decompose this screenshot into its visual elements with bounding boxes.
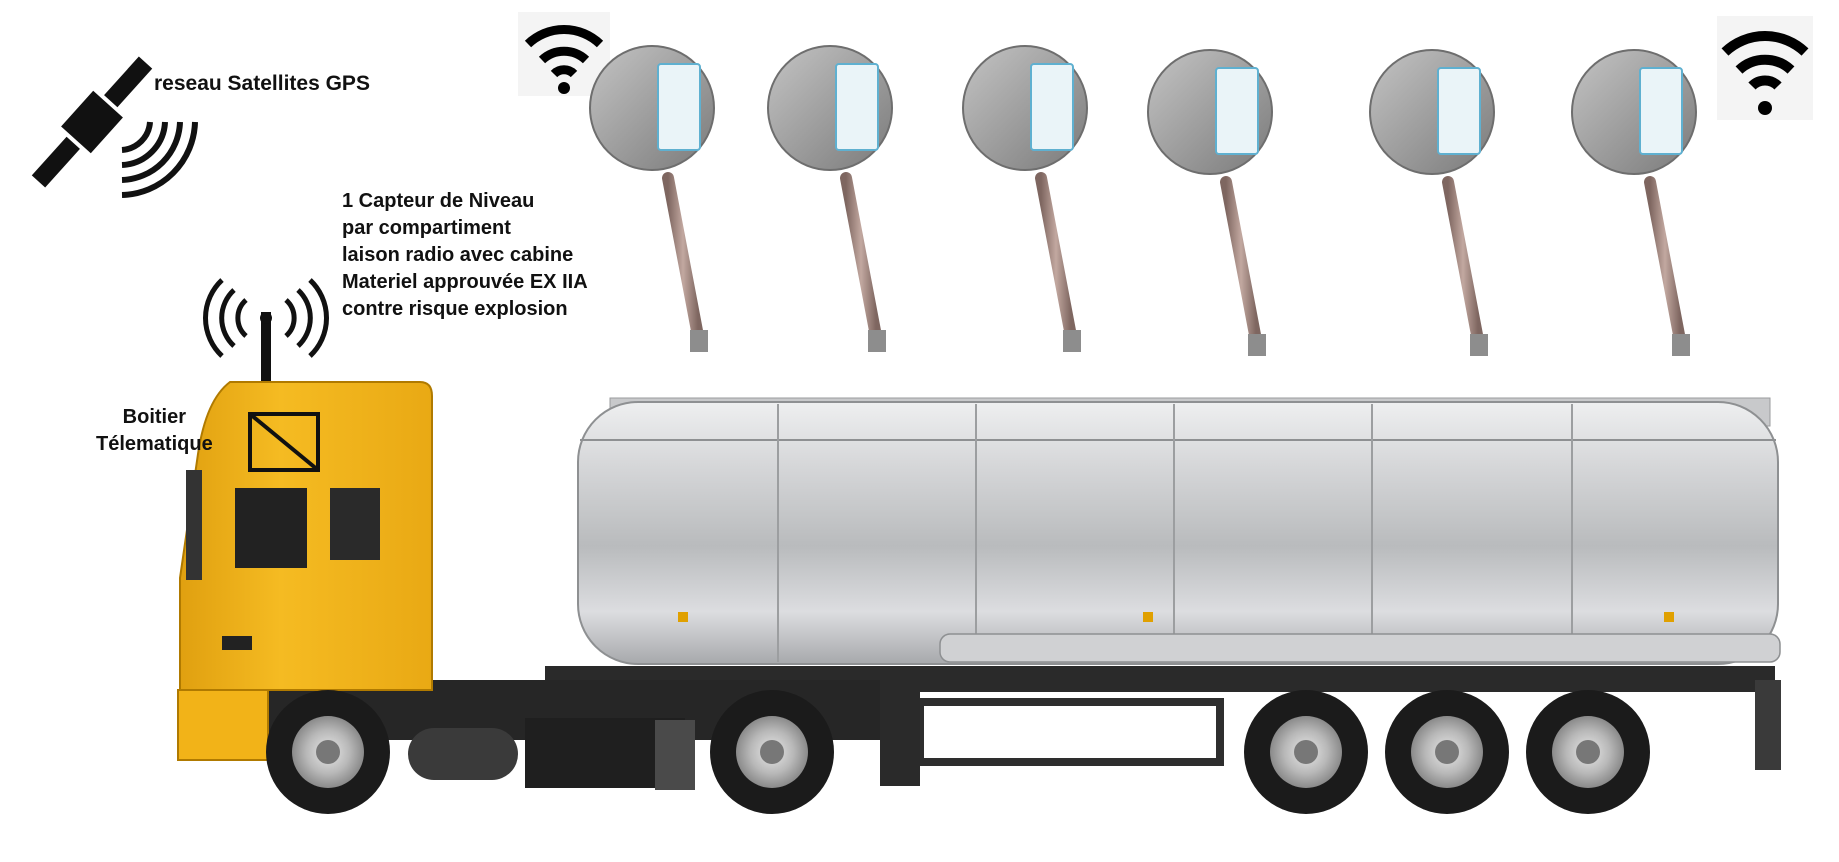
wheel xyxy=(1244,690,1368,814)
level-sensor-icon xyxy=(767,45,893,352)
satellite-icon xyxy=(31,56,198,198)
sensor-description-line: par compartiment xyxy=(342,217,511,239)
level-sensor-icon xyxy=(1147,49,1273,356)
telematics-label-line: Télematique xyxy=(96,433,213,455)
sensor-description-line: Materiel approuvée EX IIA xyxy=(342,271,588,293)
telematics-label-line: Boitier xyxy=(122,406,187,428)
telematics-box-label: Boitier Télematique xyxy=(96,404,213,458)
wheel xyxy=(1526,690,1650,814)
tank-trailer xyxy=(577,397,1781,665)
wheels xyxy=(266,690,1650,814)
wheel xyxy=(266,690,390,814)
level-sensor-icon xyxy=(589,45,715,352)
gps-network-label: reseau Satellites GPS xyxy=(154,72,370,95)
wheel xyxy=(1385,690,1509,814)
sensor-description-line: contre risque explosion xyxy=(342,298,568,320)
sensor-description: 1 Capteur de Niveau par compartiment lai… xyxy=(342,188,588,323)
level-sensor-icon xyxy=(962,45,1088,352)
sensor-description-line: 1 Capteur de Niveau xyxy=(342,190,535,212)
sensor-description-line: laison radio avec cabine xyxy=(342,244,574,266)
truck-cab xyxy=(177,381,433,761)
telematics-box-icon xyxy=(248,412,320,472)
level-sensor-icon xyxy=(1571,49,1697,356)
antenna-icon xyxy=(203,278,329,386)
wheel xyxy=(710,690,834,814)
wifi-icon-right xyxy=(1717,16,1813,120)
level-sensor-icon xyxy=(1369,49,1495,356)
